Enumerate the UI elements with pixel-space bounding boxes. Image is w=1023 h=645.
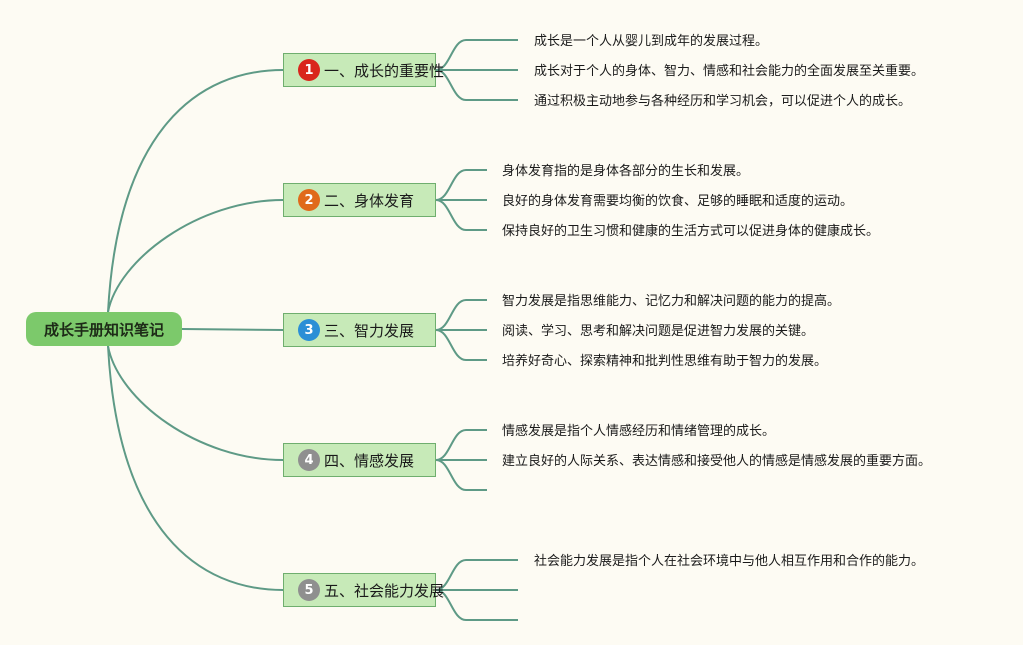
branch-5-to-leaf-connector-1 bbox=[435, 559, 518, 591]
branch-1-to-leaf-connector-3 bbox=[435, 69, 518, 101]
leaf-2-2[interactable]: 良好的身体发育需要均衡的饮食、足够的睡眠和适度的运动。 bbox=[502, 194, 854, 209]
root-to-branch-connector-2 bbox=[107, 199, 284, 313]
branch-label-4: 四、情感发展 bbox=[324, 451, 415, 470]
branch-1-to-leaf-connector-1 bbox=[435, 39, 518, 71]
root-to-branch-connector-4 bbox=[107, 345, 284, 461]
branch-2-to-leaf-connector-3 bbox=[435, 199, 487, 231]
branch-4-to-leaf-connector-3 bbox=[435, 459, 487, 491]
branch-label-3: 三、智力发展 bbox=[324, 321, 415, 340]
leaf-5-1[interactable]: 社会能力发展是指个人在社会环境中与他人相互作用和合作的能力。 bbox=[534, 554, 925, 569]
leaf-4-1[interactable]: 情感发展是指个人情感经历和情绪管理的成长。 bbox=[502, 424, 776, 439]
leaf-3-1[interactable]: 智力发展是指思维能力、记忆力和解决问题的能力的提高。 bbox=[502, 294, 841, 309]
number-badge-1: 1 bbox=[298, 59, 320, 81]
branch-3-to-leaf-connector-3 bbox=[435, 329, 487, 361]
leaf-4-2[interactable]: 建立良好的人际关系、表达情感和接受他人的情感是情感发展的重要方面。 bbox=[502, 454, 932, 469]
branch-label-2: 二、身体发育 bbox=[324, 191, 415, 210]
leaf-2-3[interactable]: 保持良好的卫生习惯和健康的生活方式可以促进身体的健康成长。 bbox=[502, 224, 880, 239]
root-to-branch-connector-1 bbox=[107, 69, 284, 313]
number-badge-4: 4 bbox=[298, 449, 320, 471]
branch-node-2[interactable]: 2 二、身体发育 bbox=[283, 183, 436, 217]
leaf-1-2[interactable]: 成长对于个人的身体、智力、情感和社会能力的全面发展至关重要。 bbox=[534, 64, 925, 79]
root-to-branch-connector-3 bbox=[181, 328, 284, 331]
leaf-2-1[interactable]: 身体发育指的是身体各部分的生长和发展。 bbox=[502, 164, 750, 179]
branch-label-1: 一、成长的重要性 bbox=[324, 61, 445, 80]
branch-node-3[interactable]: 3 三、智力发展 bbox=[283, 313, 436, 347]
branch-node-5[interactable]: 5 五、社会能力发展 bbox=[283, 573, 444, 607]
leaf-1-1[interactable]: 成长是一个人从婴儿到成年的发展过程。 bbox=[534, 34, 769, 49]
branch-label-5: 五、社会能力发展 bbox=[324, 581, 445, 600]
branch-4-to-leaf-connector-1 bbox=[435, 429, 487, 461]
branch-5-to-leaf-connector-3 bbox=[435, 589, 518, 621]
leaf-3-3[interactable]: 培养好奇心、探索精神和批判性思维有助于智力的发展。 bbox=[502, 354, 828, 369]
branch-3-to-leaf-connector-1 bbox=[435, 299, 487, 331]
branch-node-4[interactable]: 4 四、情感发展 bbox=[283, 443, 436, 477]
number-badge-2: 2 bbox=[298, 189, 320, 211]
leaf-3-2[interactable]: 阅读、学习、思考和解决问题是促进智力发展的关键。 bbox=[502, 324, 815, 339]
root-to-branch-connector-5 bbox=[107, 345, 284, 591]
branch-node-1[interactable]: 1 一、成长的重要性 bbox=[283, 53, 444, 87]
branch-2-to-leaf-connector-1 bbox=[435, 169, 487, 201]
root-node[interactable]: 成长手册知识笔记 bbox=[26, 312, 182, 346]
number-badge-5: 5 bbox=[298, 579, 320, 601]
leaf-1-3[interactable]: 通过积极主动地参与各种经历和学习机会，可以促进个人的成长。 bbox=[534, 94, 912, 109]
number-badge-3: 3 bbox=[298, 319, 320, 341]
root-node-label: 成长手册知识笔记 bbox=[43, 320, 164, 339]
